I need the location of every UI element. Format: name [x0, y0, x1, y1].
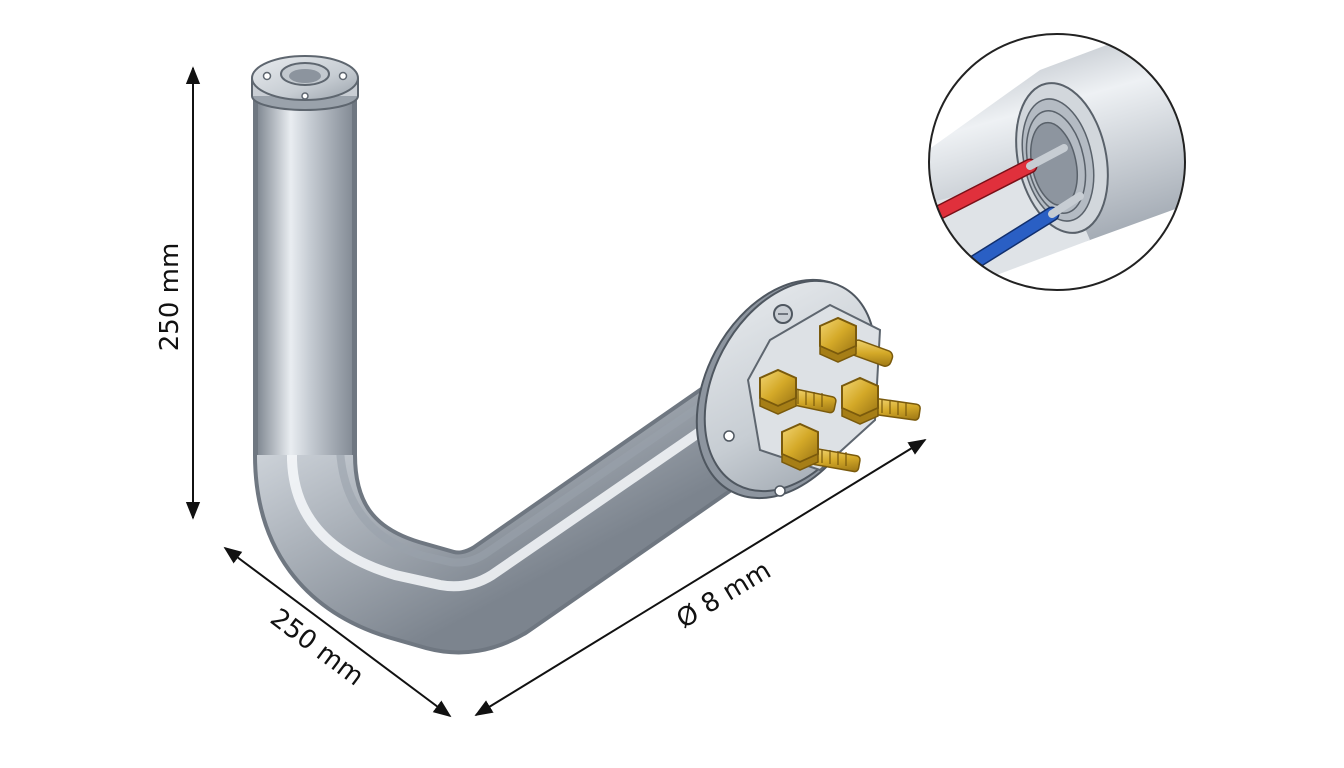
terminal-stud: [759, 368, 837, 415]
dimension-label-diameter: Ø 8 mm: [671, 555, 776, 634]
tube: [253, 95, 760, 655]
top-flange: [251, 55, 359, 111]
terminal-stud: [819, 316, 894, 367]
detail-view: [928, 33, 1186, 291]
terminal-stud: [841, 376, 921, 425]
tube-vertical: [257, 95, 353, 455]
dimension-label-vertical: 250 mm: [155, 243, 185, 352]
flange-hole-icon: [774, 485, 786, 497]
flange-hole-icon: [338, 71, 348, 81]
flange-hole-icon: [262, 71, 272, 81]
dimension-vertical: 250 mm: [155, 66, 201, 520]
flange-hole-icon: [723, 430, 735, 442]
flange-hole-icon: [301, 92, 309, 100]
